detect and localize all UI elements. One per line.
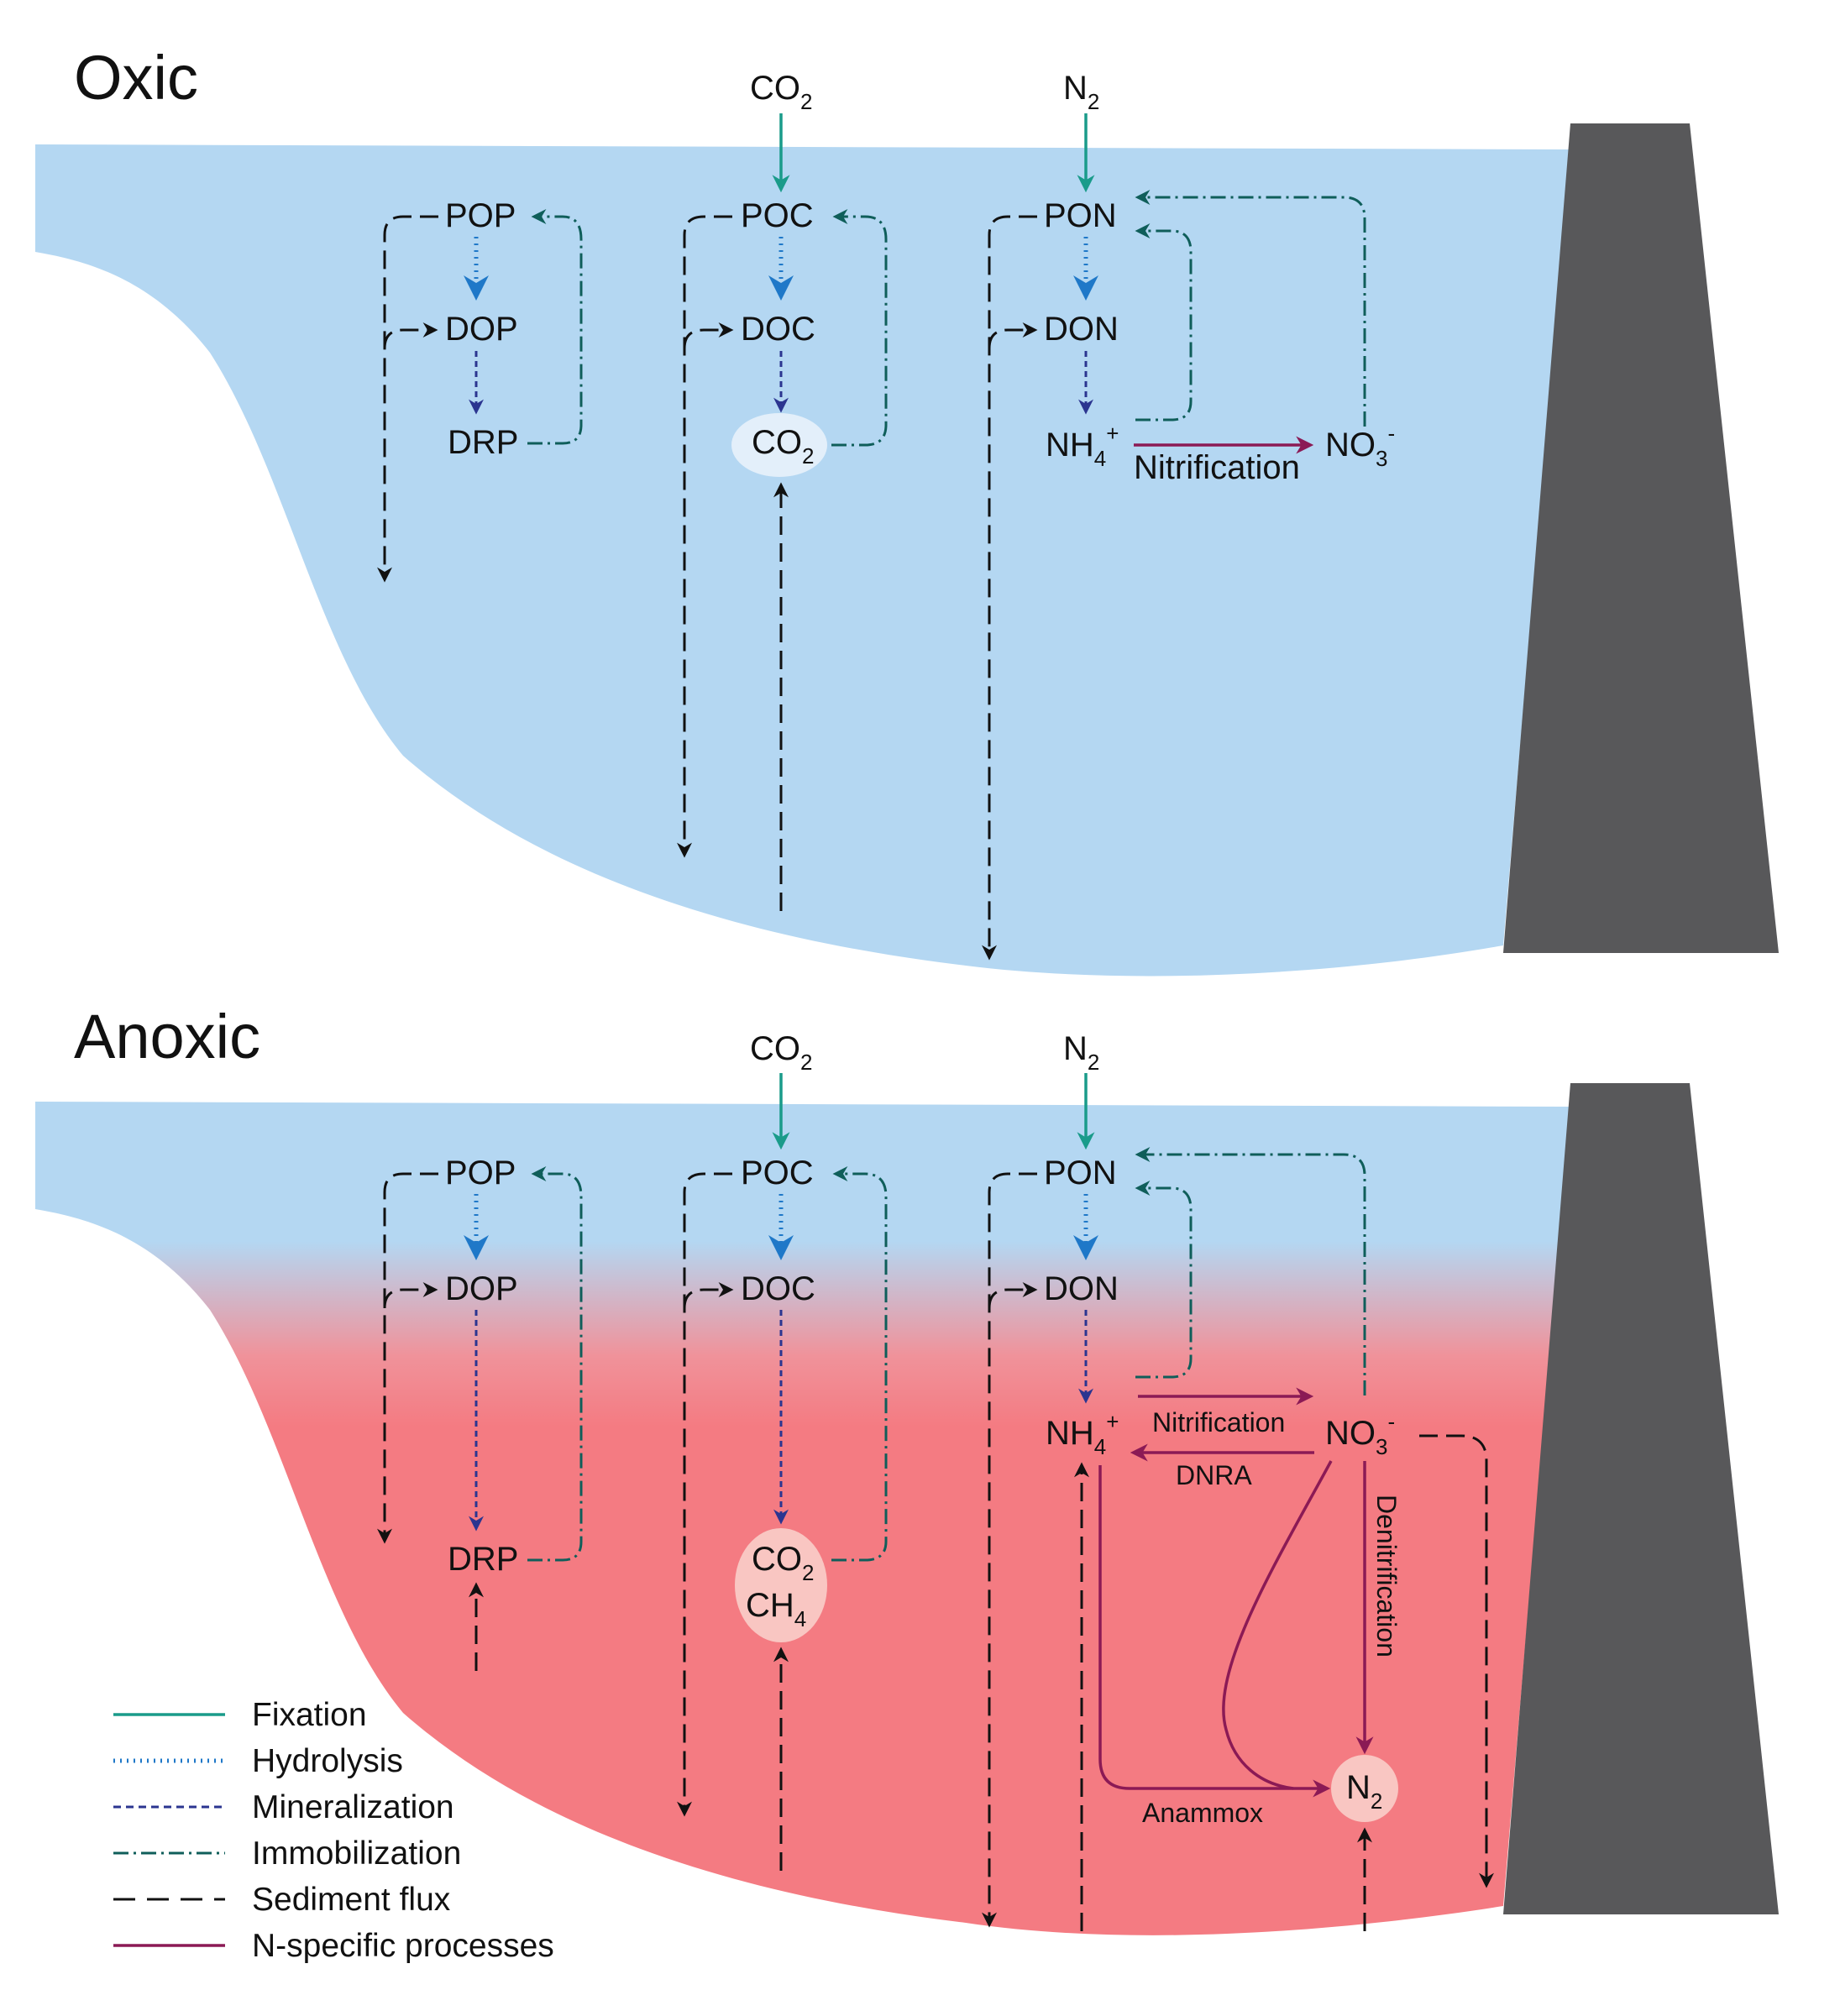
oxic-water [35,144,1570,977]
oxic-pop: POP [445,197,516,234]
anoxic-no3: NO3- [1325,1409,1395,1459]
anoxic-co2-pool-label: CO2 [752,1541,814,1585]
anoxic-p-sediment [377,1172,438,1544]
anoxic-dam [1503,1083,1779,1914]
anoxic-n2-pool [1331,1755,1398,1822]
anoxic-pon: PON [1044,1155,1117,1191]
legend-item-hydrolysis: Hydrolysis [113,1743,403,1779]
legend-item-immobilization: Immobilization [113,1835,461,1872]
legend-item-fixation: Fixation [113,1697,367,1733]
svg-text:Mineralization: Mineralization [252,1789,454,1825]
oxic-co2-pool-label: CO2 [752,424,814,469]
anoxic-doc: DOC [741,1270,815,1307]
oxic-don: DON [1044,311,1119,348]
anoxic-water [35,1102,1570,1935]
svg-text:Immobilization: Immobilization [252,1835,461,1872]
anoxic-n-sediment [982,1172,1037,1928]
anoxic-p-to-dop [383,1282,438,1309]
oxic-n-to-don [988,322,1038,349]
oxic-p-immobilization [527,209,583,445]
oxic-c-sediment [677,215,732,858]
anoxic-denitrification-label: Denitrification [1371,1495,1402,1657]
oxic-dop: DOP [445,311,518,348]
anoxic-dnra-label: DNRA [1176,1460,1252,1490]
oxic-nitrification-label: Nitrification [1134,449,1300,486]
oxic-no3: NO3- [1325,421,1395,471]
oxic-dam [1503,123,1779,953]
anoxic-poc: POC [741,1155,814,1191]
oxic-nh4: NH4+ [1046,421,1119,471]
oxic-drp: DRP [448,424,518,461]
oxic-title: Oxic [74,43,198,113]
oxic-doc: DOC [741,311,815,348]
anoxic-no3-immobilization [1135,1147,1366,1395]
anoxic-n2-atm: N2 [1063,1030,1099,1075]
oxic-p-to-dop [383,322,438,349]
anoxic-n2-pool-label: N2 [1346,1769,1382,1814]
anoxic-don: DON [1044,1270,1119,1307]
anoxic-title: Anoxic [74,1002,260,1071]
anoxic-n-to-don [988,1282,1038,1309]
legend: Fixation Hydrolysis Mineralization Immob… [113,1697,554,1964]
svg-text:N-specific processes: N-specific processes [252,1928,554,1964]
anoxic-pop: POP [445,1155,516,1191]
svg-text:Hydrolysis: Hydrolysis [252,1743,403,1779]
anoxic-co2-ch4-pool [735,1528,827,1642]
anoxic-drp: DRP [448,1541,518,1578]
oxic-n2-atm: N2 [1063,70,1099,114]
anoxic-anammox-no3 [1222,1460,1333,1790]
anoxic-co2-atm: CO2 [750,1030,812,1075]
oxic-no3-immobilization [1135,190,1366,427]
anoxic-anammox-nh4 [1098,1465,1331,1798]
oxic-co2-pool [731,413,827,477]
oxic-p-sediment [377,215,438,583]
anoxic-c-immobilization [831,1166,888,1562]
legend-item-mineralization: Mineralization [113,1789,454,1825]
anoxic-nitrification-label: Nitrification [1152,1407,1285,1437]
anoxic-ch4-pool-label: CH4 [746,1587,806,1631]
anoxic-p-immobilization [527,1166,583,1562]
oxic-nh4-immobilization [1135,223,1193,422]
anoxic-no3-sediment [1419,1434,1494,1888]
oxic-co2-atm: CO2 [750,70,812,114]
oxic-panel: Oxic CO2 N2 POP DOP DRP POC DOC CO2 PON … [35,43,1779,977]
oxic-c-to-doc [683,322,734,349]
anoxic-nh4-immobilization [1135,1181,1193,1379]
legend-item-sediment-flux: Sediment flux [113,1882,451,1918]
svg-text:Sediment flux: Sediment flux [252,1882,451,1918]
oxic-n-sediment [982,215,1037,961]
oxic-poc: POC [741,197,814,234]
oxic-pon: PON [1044,197,1117,234]
anoxic-c-sediment [677,1172,732,1817]
anoxic-anammox-label: Anammox [1142,1798,1263,1828]
anoxic-panel: Anoxic CO2 N2 POP DOP DRP POC DOC CO2 CH… [35,1002,1779,1935]
legend-item-n-specific: N-specific processes [113,1928,554,1964]
anoxic-c-to-doc [683,1282,734,1309]
svg-text:Fixation: Fixation [252,1697,367,1733]
anoxic-dop: DOP [445,1270,518,1307]
oxic-c-immobilization [831,209,888,447]
anoxic-nh4: NH4+ [1046,1409,1119,1459]
